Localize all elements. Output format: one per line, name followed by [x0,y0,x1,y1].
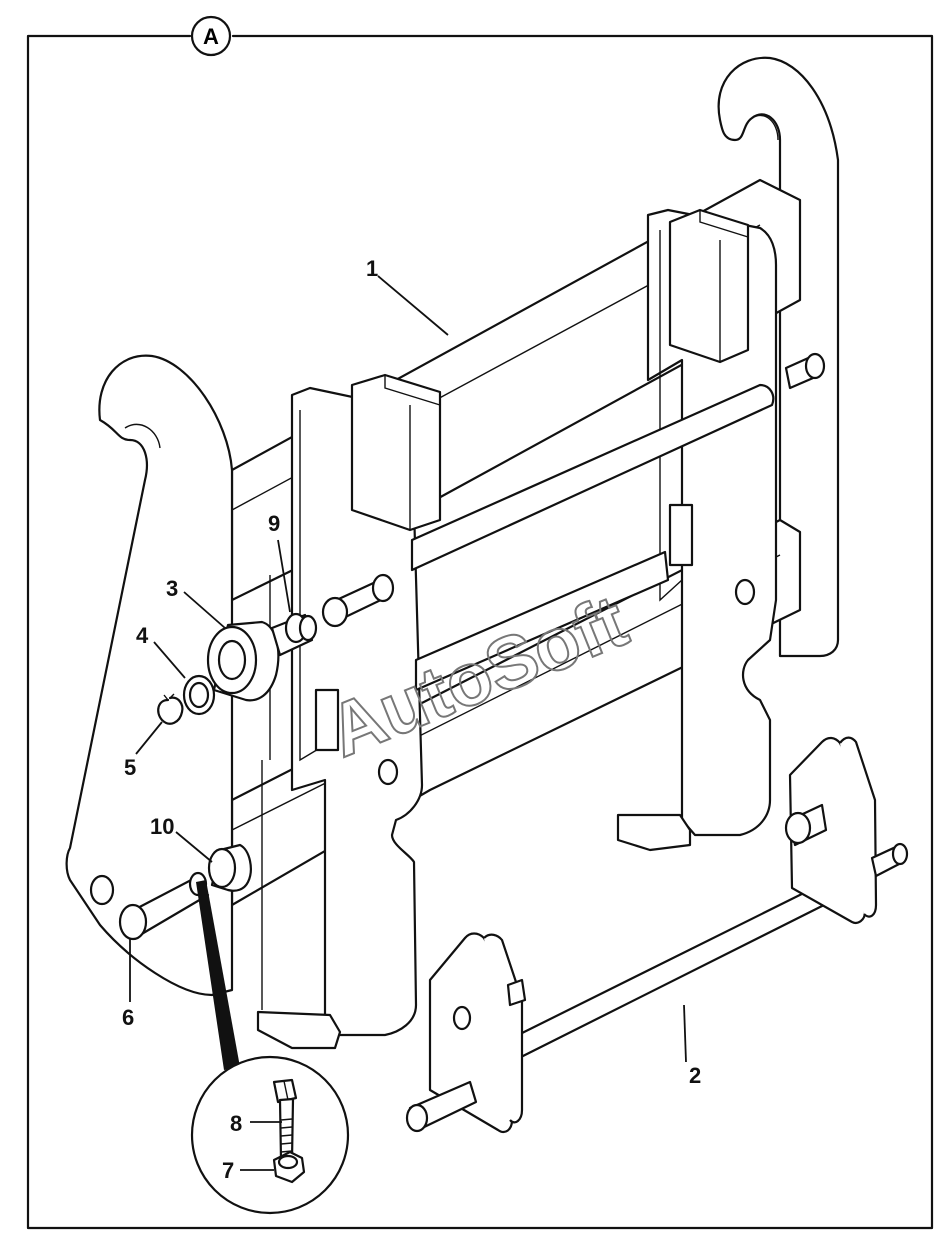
part-9-pin [270,612,318,657]
callout-5: 5 [124,755,136,780]
part-1-frame [65,56,840,1050]
leader-lines [129,275,687,1171]
svg-text:A: A [203,24,219,49]
part-2-bracket [405,736,909,1134]
callout-1: 1 [366,256,378,281]
callout-9: 9 [268,511,280,536]
part-10-bush [207,843,252,892]
callout-2: 2 [689,1063,701,1088]
callout-4: 4 [136,623,149,648]
part-4-washer [182,674,216,716]
detail-view [190,880,350,1215]
diagram-frame [26,34,934,1230]
part-6-pivot-pin [118,871,210,941]
callout-8: 8 [230,1111,242,1136]
callout-6: 6 [122,1005,134,1030]
part-3-roller [206,620,280,702]
part-5-circlip [157,693,184,725]
view-label: A [190,15,232,57]
callout-10: 10 [150,814,174,839]
callout-3: 3 [166,576,178,601]
part-7-nut [272,1150,306,1184]
callout-7: 7 [222,1158,234,1183]
part-8-bolt [272,1078,298,1162]
